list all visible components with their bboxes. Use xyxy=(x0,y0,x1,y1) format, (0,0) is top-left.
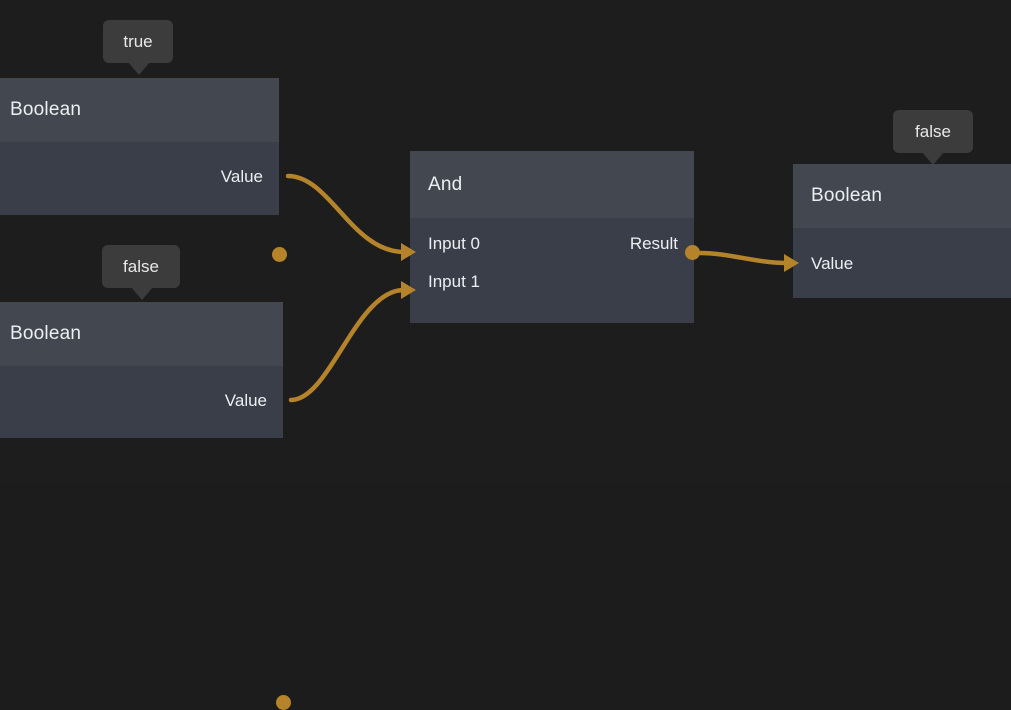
node-body: Input 0 Input 1 Result xyxy=(410,218,694,323)
input-port-arrow-0[interactable] xyxy=(401,243,416,261)
node-and[interactable]: And Input 0 Input 1 Result xyxy=(401,151,700,323)
input-port-row[interactable]: Value xyxy=(811,251,853,277)
input-port-arrow[interactable] xyxy=(784,254,799,272)
tooltip-text: false xyxy=(123,256,159,276)
tooltip-pointer xyxy=(922,152,944,165)
node-header[interactable]: And xyxy=(410,151,694,218)
edge-false-to-input1 xyxy=(288,287,407,403)
input-port-label: Input 0 xyxy=(428,234,480,253)
output-port-dot[interactable] xyxy=(685,245,700,260)
node-header[interactable]: Boolean xyxy=(0,302,283,366)
output-port-label: Result xyxy=(629,234,678,253)
output-port-label: Value xyxy=(220,167,263,186)
node-header[interactable]: Boolean xyxy=(0,78,279,142)
input-port-label: Input 1 xyxy=(428,272,480,291)
edge-true-to-input0 xyxy=(285,173,407,255)
input-port-row-1[interactable]: Input 1 xyxy=(428,269,480,295)
node-title: Boolean xyxy=(10,323,82,344)
node-boolean-false-right[interactable]: Boolean Value xyxy=(784,164,1011,298)
tooltip-boolean-false-right: false xyxy=(893,110,973,165)
input-port-label: Value xyxy=(811,254,854,273)
node-boolean-false-left[interactable]: Boolean Value xyxy=(0,302,291,710)
output-port-row[interactable]: Result xyxy=(630,231,678,257)
tooltip-text: false xyxy=(915,121,951,141)
node-header[interactable]: Boolean xyxy=(793,164,1011,228)
node-boolean-true[interactable]: Boolean Value xyxy=(0,78,287,262)
output-port-dot[interactable] xyxy=(276,695,291,710)
output-port-row[interactable]: Value xyxy=(225,388,267,414)
tooltip-text: true xyxy=(123,31,153,51)
output-port-label: Value xyxy=(224,391,267,410)
input-port-arrow-1[interactable] xyxy=(401,281,416,299)
node-body: Value xyxy=(793,228,1011,298)
edge-result-to-value xyxy=(697,250,791,266)
node-title: And xyxy=(428,173,463,195)
node-title: Boolean xyxy=(10,99,82,120)
tooltip-pointer xyxy=(131,287,153,300)
input-port-row-0[interactable]: Input 0 xyxy=(428,231,480,257)
node-body: Value xyxy=(0,366,283,438)
node-title: Boolean xyxy=(811,185,883,206)
output-port-row[interactable]: Value xyxy=(221,164,263,190)
tooltip-boolean-false-left: false xyxy=(102,245,180,300)
output-port-dot[interactable] xyxy=(272,247,287,262)
tooltip-boolean-true: true xyxy=(103,20,173,75)
tooltip-pointer xyxy=(128,62,150,75)
node-body: Value xyxy=(0,142,279,215)
